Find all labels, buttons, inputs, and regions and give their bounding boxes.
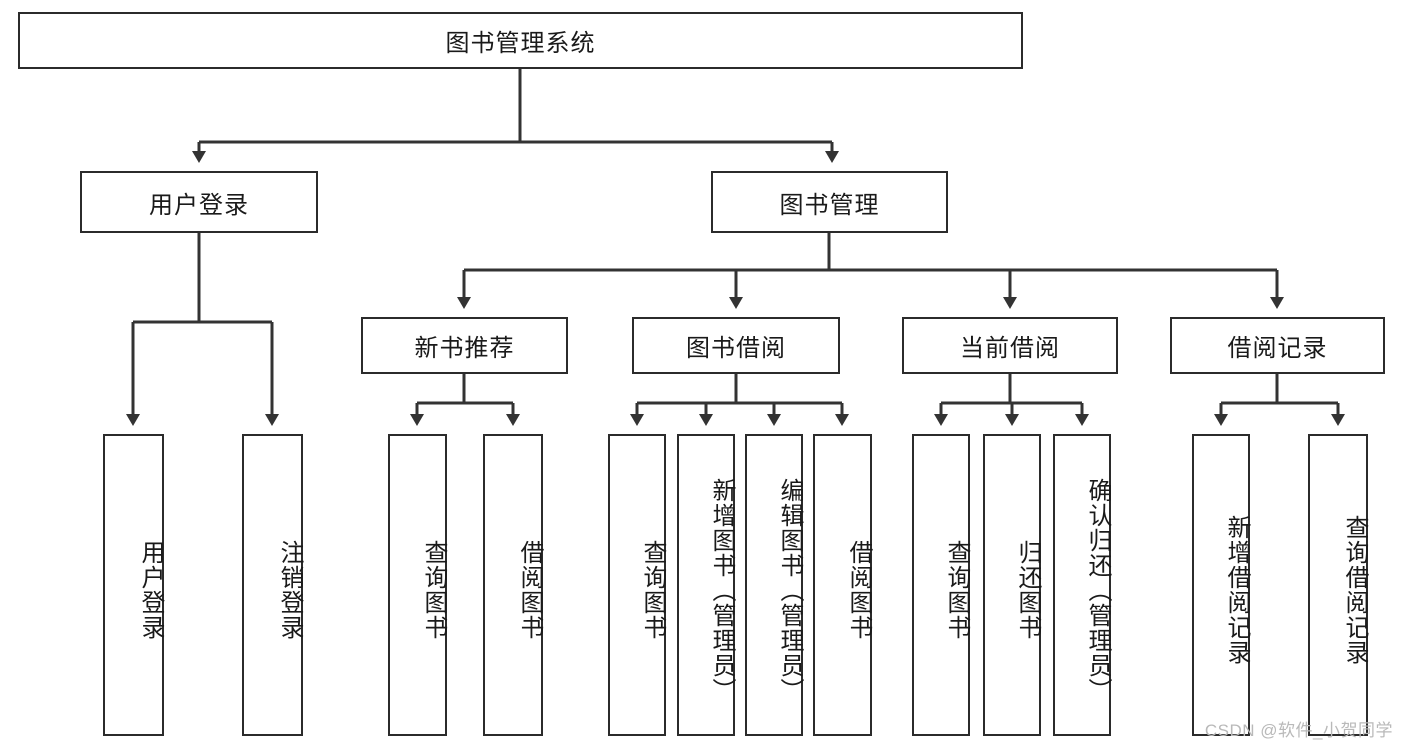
node-leaf-query-book-2-label: 查询图书	[639, 540, 666, 640]
node-borrow-record-label: 借阅记录	[1227, 335, 1328, 362]
node-leaf-borrow-book-1[interactable]: 借阅图书	[483, 434, 543, 736]
node-leaf-add-record[interactable]: 新增借阅记录	[1192, 434, 1250, 736]
node-book-manage-label: 图书管理	[779, 191, 880, 219]
node-leaf-query-book-3[interactable]: 查询图书	[912, 434, 970, 736]
node-leaf-borrow-book-2-label: 借阅图书	[845, 540, 872, 640]
node-leaf-add-record-label: 新增借阅记录	[1223, 515, 1250, 665]
node-leaf-user-logout-label: 注销登录	[276, 540, 303, 640]
node-leaf-query-book-3-label: 查询图书	[943, 540, 970, 640]
node-leaf-edit-book[interactable]: 编辑图书（管理员）	[745, 434, 803, 736]
node-root-label: 图书管理系统	[445, 30, 596, 57]
node-current-borrow[interactable]: 当前借阅	[902, 317, 1118, 374]
node-book-borrow-label: 图书借阅	[686, 335, 786, 362]
node-user-login-label: 用户登录	[149, 191, 249, 219]
node-new-book-recommend-label: 新书推荐	[414, 335, 515, 362]
node-leaf-query-book-2[interactable]: 查询图书	[608, 434, 666, 736]
node-leaf-return-book-label: 归还图书	[1014, 540, 1041, 640]
node-borrow-record[interactable]: 借阅记录	[1170, 317, 1385, 374]
node-leaf-confirm-return-label: 确认归还（管理员）	[1084, 477, 1111, 703]
node-leaf-query-record-label: 查询借阅记录	[1341, 515, 1368, 665]
node-leaf-add-book[interactable]: 新增图书（管理员）	[677, 434, 735, 736]
node-leaf-user-login-label: 用户登录	[137, 540, 164, 640]
node-current-borrow-label: 当前借阅	[960, 335, 1060, 362]
node-leaf-user-logout[interactable]: 注销登录	[242, 434, 303, 736]
node-leaf-confirm-return[interactable]: 确认归还（管理员）	[1053, 434, 1111, 736]
node-new-book-recommend[interactable]: 新书推荐	[361, 317, 568, 374]
node-user-login[interactable]: 用户登录	[80, 171, 318, 233]
node-root[interactable]: 图书管理系统	[18, 12, 1023, 69]
node-leaf-add-book-label: 新增图书（管理员）	[708, 477, 735, 703]
node-leaf-query-book-1-label: 查询图书	[420, 540, 447, 640]
node-book-manage[interactable]: 图书管理	[711, 171, 948, 233]
node-leaf-borrow-book-1-label: 借阅图书	[516, 540, 543, 640]
node-leaf-borrow-book-2[interactable]: 借阅图书	[813, 434, 872, 736]
node-leaf-user-login[interactable]: 用户登录	[103, 434, 164, 736]
node-leaf-query-record[interactable]: 查询借阅记录	[1308, 434, 1368, 736]
node-book-borrow[interactable]: 图书借阅	[632, 317, 840, 374]
node-leaf-query-book-1[interactable]: 查询图书	[388, 434, 447, 736]
node-leaf-return-book[interactable]: 归还图书	[983, 434, 1041, 736]
csdn-watermark: CSDN @软件_小贺同学	[1204, 721, 1393, 740]
node-leaf-edit-book-label: 编辑图书（管理员）	[776, 477, 803, 703]
